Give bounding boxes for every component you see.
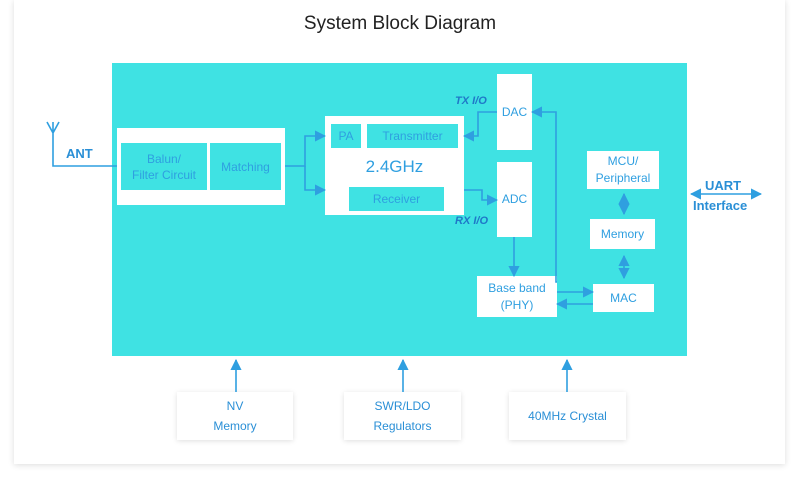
- mcu-label-line1: MCU/: [607, 154, 639, 168]
- matching-block: Matching: [210, 143, 281, 190]
- baseband-label-line2: (PHY): [500, 297, 534, 312]
- memory-block: Memory: [590, 219, 655, 249]
- dac-block: DAC: [497, 74, 532, 150]
- matching-label: Matching: [221, 159, 270, 174]
- mcu-peripheral-block: MCU/ Peripheral: [587, 151, 659, 189]
- pa-label: PA: [338, 129, 354, 143]
- balun-label-line2: Filter Circuit: [131, 167, 196, 182]
- nv-memory-block: NV Memory: [177, 392, 293, 440]
- receiver-block: Receiver: [349, 187, 444, 211]
- balun-filter-block: Balun/ Filter Circuit: [121, 143, 207, 190]
- crystal-block: 40MHz Crystal: [509, 392, 626, 440]
- memory-label: Memory: [600, 226, 645, 241]
- dac-label: DAC: [501, 104, 528, 119]
- diagram-title: System Block Diagram: [303, 13, 497, 34]
- nv-label-line1: NV: [226, 399, 244, 413]
- frequency-label: 2.4GHz: [365, 157, 424, 176]
- antenna-icon: [46, 121, 117, 167]
- mcu-label-line2: Peripheral: [595, 171, 651, 185]
- adc-label: ADC: [501, 192, 528, 206]
- wire-baseband-to-dac: [530, 106, 557, 283]
- interface-label: Interface: [693, 198, 748, 213]
- swr-ldo-regulators-block: SWR/LDO Regulators: [344, 392, 461, 440]
- balun-label-line1: Balun/: [146, 151, 182, 166]
- ant-label: ANT: [66, 146, 93, 161]
- adc-block: ADC: [497, 162, 532, 237]
- mac-block: MAC: [593, 284, 654, 312]
- wire-dac-to-transmitter: [462, 111, 497, 142]
- transmitter-label: Transmitter: [382, 129, 443, 143]
- wire-matching-to-receiver: [304, 166, 327, 196]
- nv-label-line2: Memory: [213, 419, 257, 433]
- pa-block: PA: [331, 124, 361, 148]
- receiver-label: Receiver: [372, 192, 421, 206]
- swr-label-line1: SWR/LDO: [374, 399, 431, 413]
- wire-matching-to-pa: [285, 130, 327, 167]
- transmitter-block: Transmitter: [367, 124, 458, 148]
- wire-rf-to-adc: [464, 189, 499, 206]
- mac-label: MAC: [610, 290, 637, 305]
- crystal-label: 40MHz Crystal: [528, 409, 607, 423]
- baseband-phy-block: Base band (PHY): [477, 276, 557, 317]
- baseband-label-line1: Base band: [488, 280, 546, 295]
- swr-label-line2: Regulators: [373, 419, 432, 433]
- tx-io-label: TX I/O: [455, 95, 487, 107]
- rx-io-label: RX I/O: [455, 215, 489, 227]
